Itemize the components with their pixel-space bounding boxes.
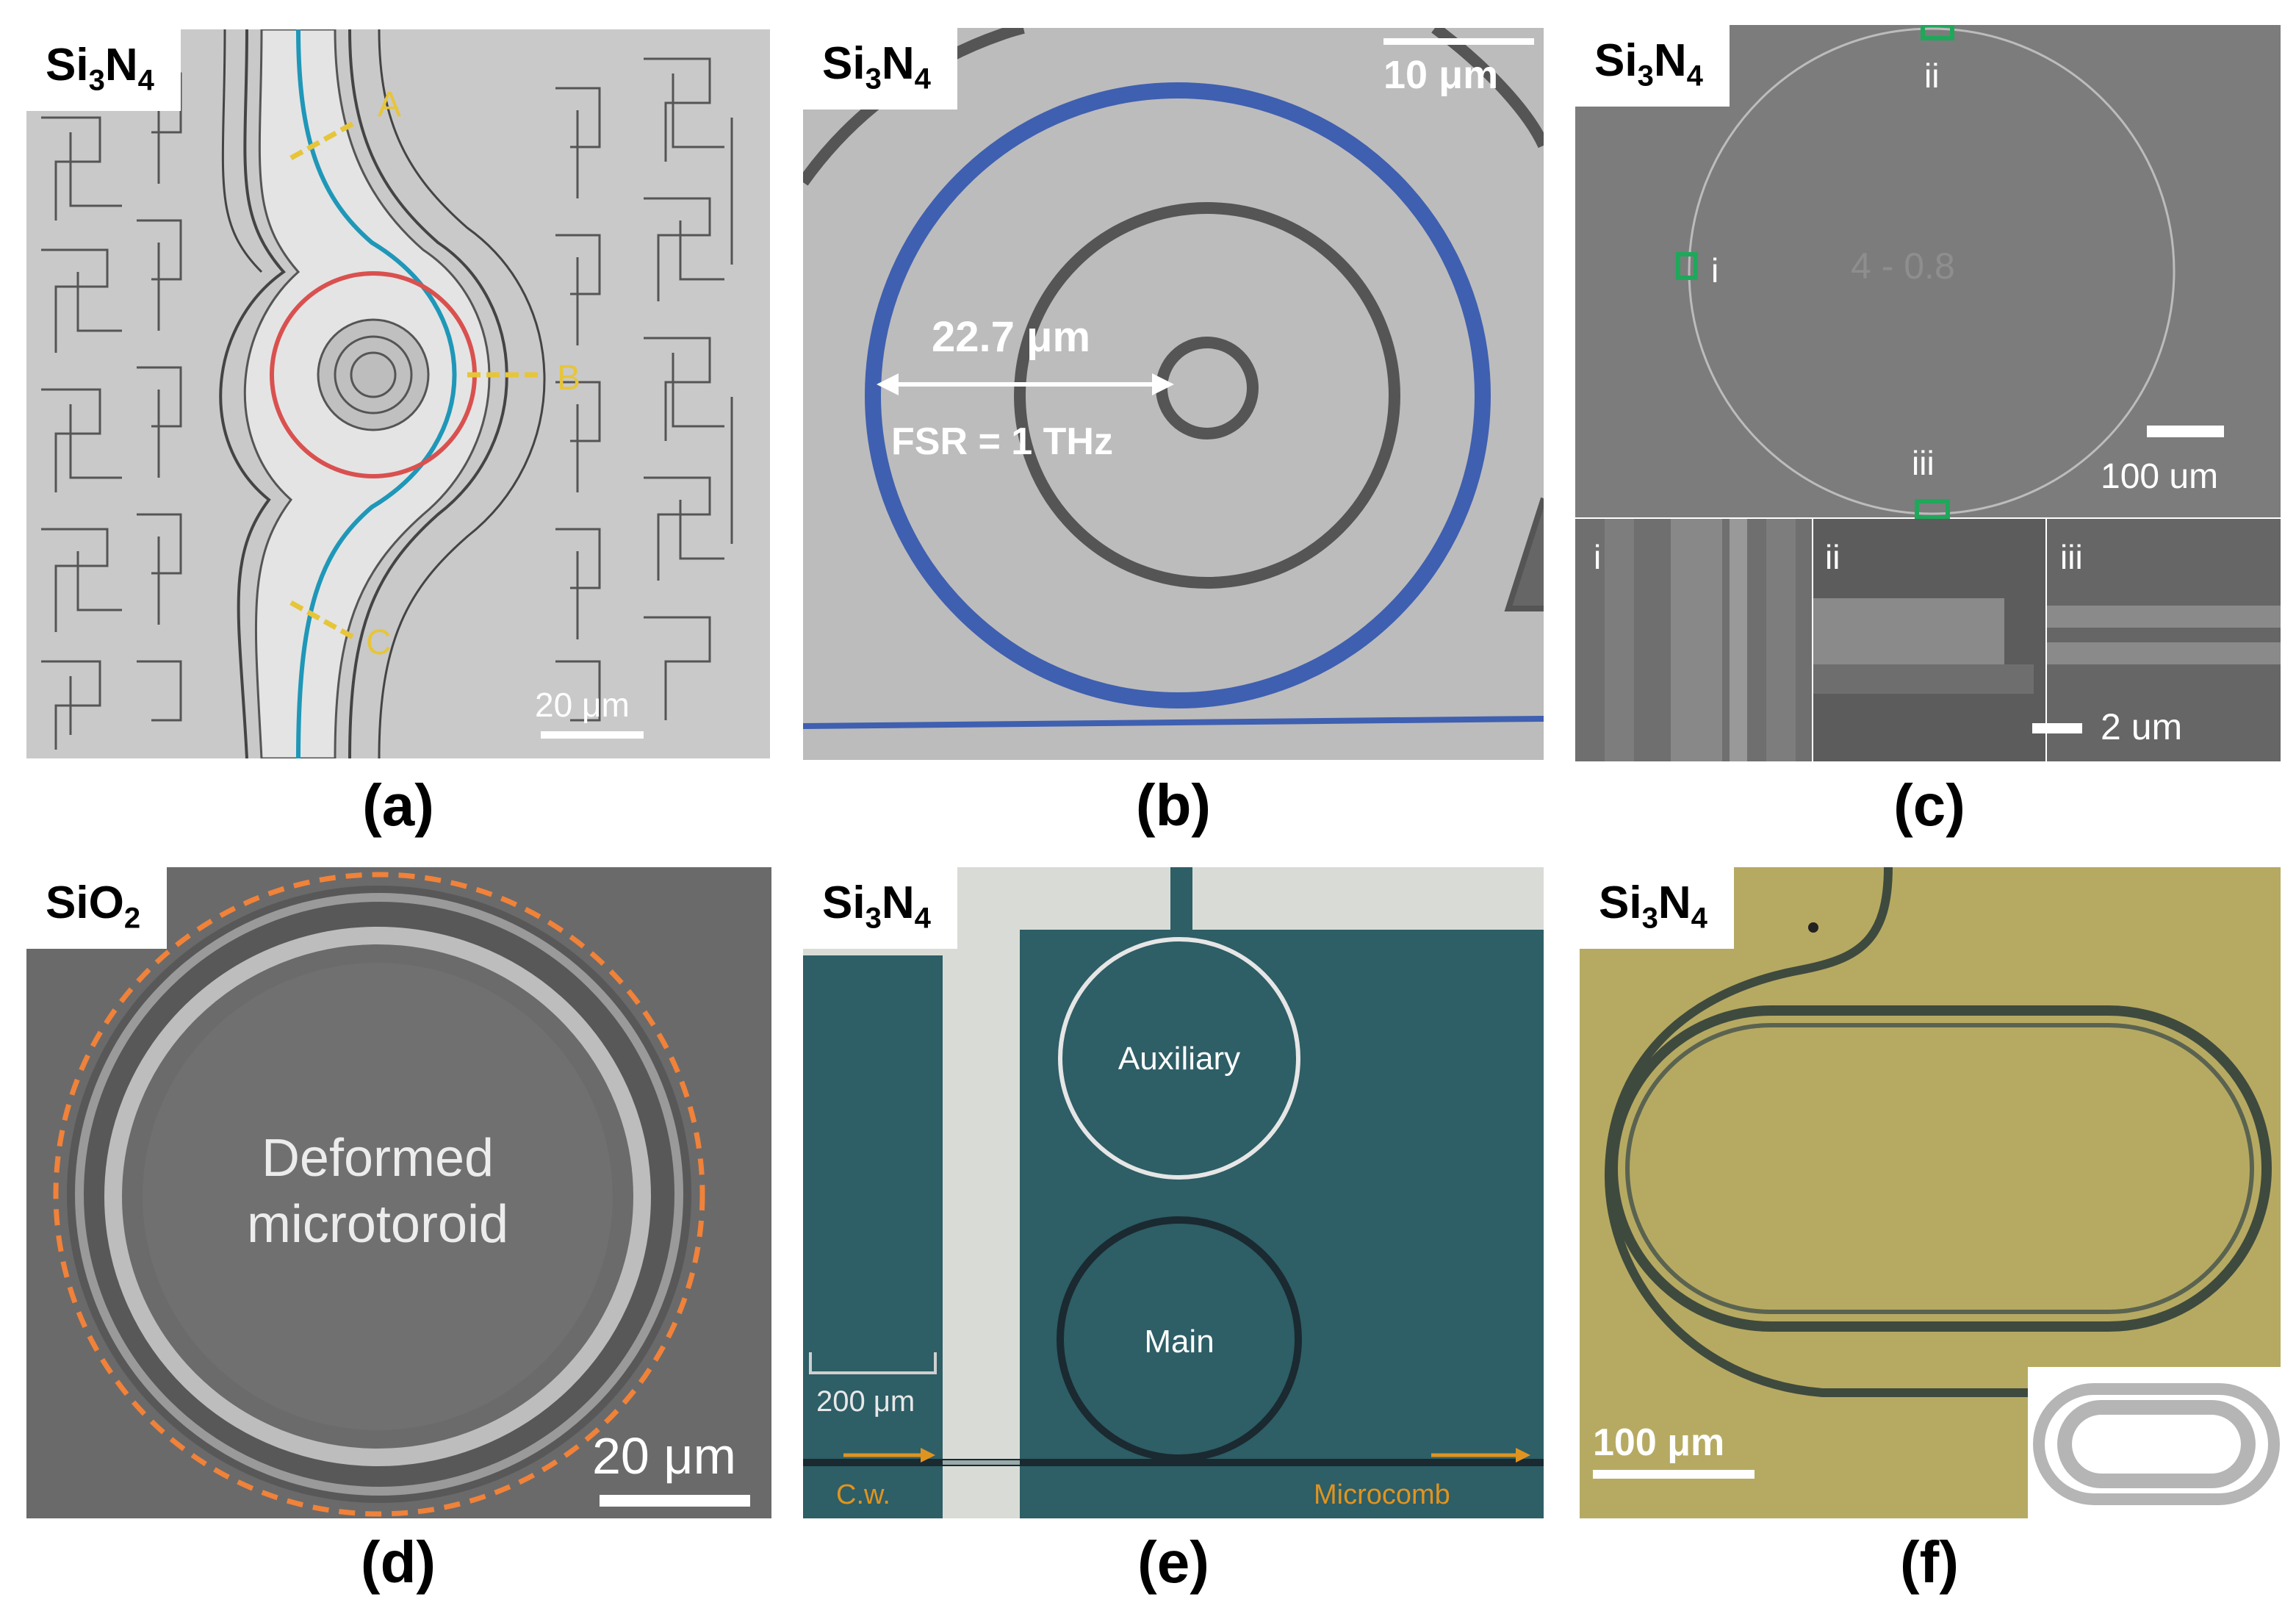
marker-i (1676, 252, 1698, 280)
scale-bar (809, 1352, 937, 1374)
cut-label-b: B (557, 359, 580, 398)
caption-f: (f) (1900, 1529, 1959, 1595)
scale-bar-label: 200 μm (816, 1385, 915, 1418)
auxiliary-ring (1058, 937, 1300, 1180)
scale-bar (2147, 426, 2224, 437)
bus-waveguide (296, 29, 457, 758)
main-ring (1057, 1216, 1302, 1462)
scale-bar (541, 731, 644, 739)
inset-scale-bar-label: 2 um (2101, 706, 2182, 747)
inset-label-i: i (1594, 538, 1601, 576)
ring-resonator (1688, 27, 2176, 515)
cut-label-c: C (366, 623, 392, 662)
marker-label-i: i (1711, 251, 1719, 290)
inset-label-iii: iii (2060, 538, 2083, 576)
caption-a: (a) (362, 772, 434, 838)
inset-ii (1813, 519, 2045, 761)
caption-e: (e) (1137, 1529, 1209, 1595)
scale-bar (600, 1495, 750, 1507)
toroid-label-line2: microtoroid (247, 1195, 508, 1254)
material-label: Si3N4 (1575, 25, 1730, 107)
scale-bar (1383, 38, 1534, 45)
marker-label-ii: ii (1924, 57, 1939, 95)
material-label: Si3N4 (803, 28, 957, 110)
marker-label-iii: iii (1912, 444, 1935, 482)
scale-bar-label: 100 μm (1593, 1421, 1724, 1464)
inset-i (1575, 519, 1812, 761)
fsr-label: FSR = 1 THz (891, 420, 1113, 463)
scale-bar (1593, 1470, 1755, 1479)
engraved-text: 4 - 0.8 (1851, 245, 1955, 287)
material-label: Si3N4 (26, 29, 181, 112)
scale-bar-label: 100 um (2101, 457, 2218, 496)
scale-bar-label: 20 μm (535, 686, 630, 724)
scale-bar-label: 10 μm (1383, 53, 1498, 97)
fill-pattern-right (555, 57, 733, 722)
panel-c-image: 4 - 0.8 i ii iii 100 um i ii i (1575, 25, 2281, 761)
inset-schematic (2028, 1367, 2281, 1518)
input-arrow (921, 1448, 935, 1463)
caption-d: (d) (360, 1529, 436, 1595)
panel-e-micrograph: Auxiliary Main 200 μm C.w. Microcomb (803, 867, 1544, 1518)
caption-c: (c) (1893, 772, 1965, 838)
output-arrow (1516, 1448, 1530, 1463)
inset-scale-bar (2032, 723, 2082, 733)
bus-waveguide (1604, 867, 2241, 1397)
panel-d-image: Deformed microtoroid 20 μm SiO2 (26, 867, 771, 1518)
radius-label: 22.7 μm (932, 313, 1090, 361)
panel-c-micrograph: 4 - 0.8 i ii iii 100 um i ii i (1575, 25, 2281, 761)
material-label: SiO2 (26, 867, 168, 950)
inset-label-ii: ii (1825, 538, 1840, 576)
material-label: Si3N4 (1580, 867, 1734, 950)
racetrack-resonator (1608, 1005, 2272, 1332)
marker-ii (1921, 25, 1954, 40)
panel-b-micrograph: 22.7 μm FSR = 1 THz 10 μm (803, 28, 1544, 760)
deformation-outline (53, 872, 705, 1517)
inset-iii (2047, 519, 2281, 761)
material-label: Si3N4 (803, 867, 957, 950)
panel-f-micrograph: 100 μm (1580, 867, 2281, 1518)
ring-resonator (865, 82, 1491, 708)
panel-d-micrograph: Deformed microtoroid 20 μm (26, 867, 771, 1518)
scale-bar-label: 20 μm (592, 1427, 736, 1485)
panel-e-image: Auxiliary Main 200 μm C.w. Microcomb Si3… (803, 867, 1544, 1518)
input-label: C.w. (836, 1479, 890, 1510)
marker-iii (1915, 499, 1950, 520)
panel-a-image: A B C 20 μm Si3N4 (26, 29, 770, 758)
panel-b-image: 22.7 μm FSR = 1 THz 10 μm Si3N4 (803, 28, 1544, 760)
caption-b: (b) (1135, 772, 1212, 838)
panel-a-micrograph: A B C 20 μm (26, 29, 770, 758)
cut-label-a: A (378, 85, 401, 124)
fill-pattern-left (41, 72, 182, 750)
main-label: Main (1144, 1324, 1214, 1360)
panel-f-image: 100 μm Si3N4 (1580, 867, 2281, 1518)
auxiliary-label: Auxiliary (1118, 1041, 1240, 1077)
output-label: Microcomb (1314, 1479, 1450, 1510)
toroid-label-line1: Deformed (262, 1129, 494, 1188)
bus-waveguide (803, 716, 1544, 729)
